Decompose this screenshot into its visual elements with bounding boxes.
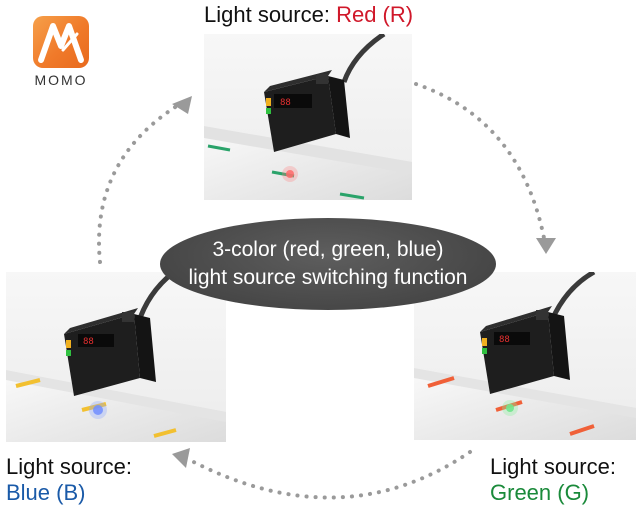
svg-text:88: 88 [83, 337, 94, 347]
center-line-1: 3-color (red, green, blue) [212, 238, 444, 261]
label-color-green: Green (G) [490, 480, 590, 505]
svg-text:88: 88 [280, 98, 291, 108]
photoelectric-sensor-icon: 88 [204, 34, 412, 200]
sensor-image-blue: 88 [6, 272, 226, 442]
momo-logo-icon [33, 16, 89, 68]
label-prefix: Light source: [204, 2, 337, 27]
sensor-image-green: 88 [414, 272, 636, 440]
label-color-blue: Blue (B) [6, 480, 86, 505]
label-red-source: Light source: Red (R) [204, 2, 413, 28]
svg-text:88: 88 [499, 335, 510, 345]
label-blue-source: Light source: Blue (B) [6, 454, 132, 506]
sensor-image-red: 88 [204, 34, 412, 200]
brand-name: MOMO [34, 72, 88, 88]
photoelectric-sensor-icon: 88 [414, 272, 636, 440]
brand-logo: MOMO [30, 16, 92, 88]
center-line-2: light source switching function [188, 266, 468, 289]
label-prefix: Light source: [490, 454, 616, 479]
center-description: 3-color (red, green, blue) light source … [160, 218, 496, 310]
label-color-red: Red (R) [336, 2, 414, 27]
label-prefix: Light source: [6, 454, 132, 479]
label-green-source: Light source: Green (G) [490, 454, 616, 506]
photoelectric-sensor-icon: 88 [6, 272, 226, 442]
